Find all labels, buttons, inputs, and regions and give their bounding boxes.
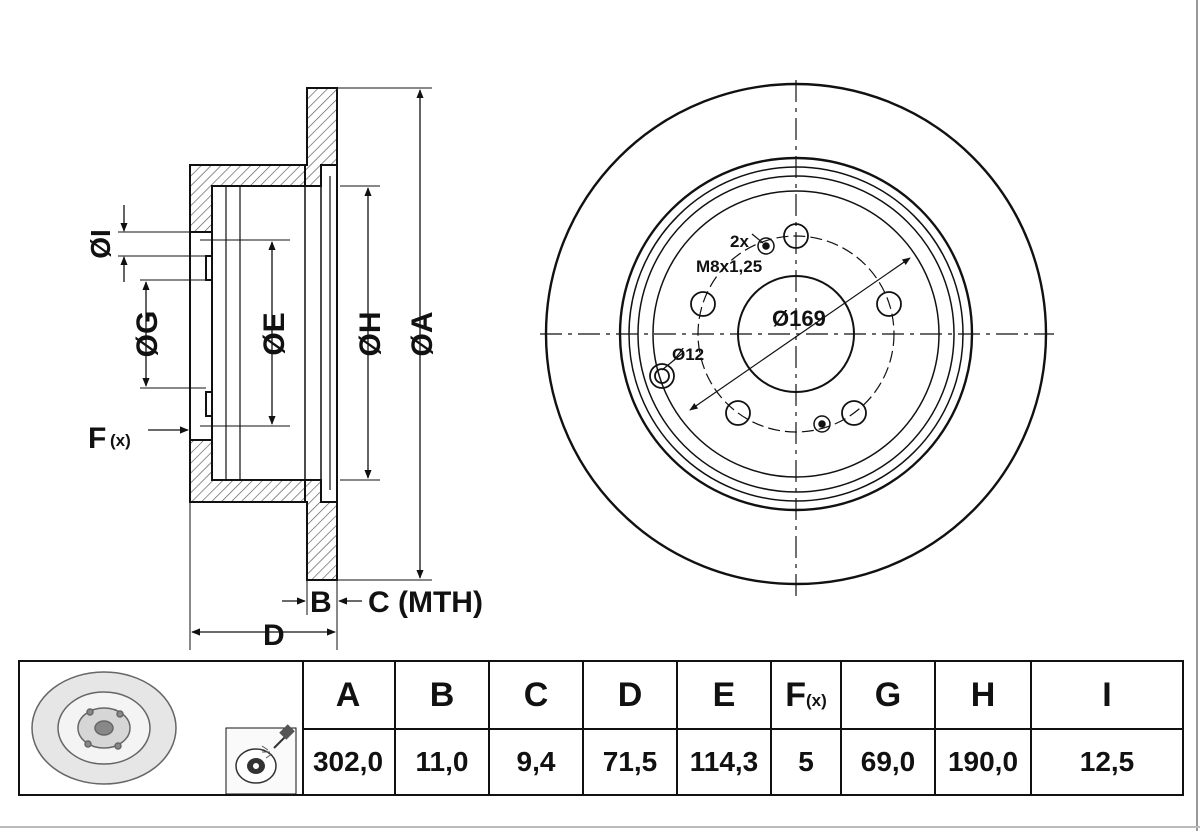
table-value: 114,3 [689, 746, 759, 777]
table-value: 12,5 [1079, 746, 1135, 777]
disc-ring-bottom [304, 479, 338, 581]
label-bolt-hole: Ø12 [672, 345, 704, 364]
table-header: B [429, 676, 455, 714]
table-header: E [712, 676, 736, 714]
label-dim-d: D [263, 619, 285, 652]
hat-inner [652, 190, 940, 478]
front-view [540, 80, 1054, 598]
table-value: 69,0 [860, 746, 916, 777]
hat-edge [637, 175, 955, 493]
table-col-h: H 190,0 [936, 662, 1032, 794]
table-row-divider [302, 728, 1182, 730]
table-value: 190,0 [947, 746, 1019, 777]
table-value: 11,0 [415, 746, 469, 777]
label-dim-a: ØA [406, 312, 439, 357]
label-dim-i: ØI [85, 229, 116, 259]
window-frame-bottom [0, 826, 1200, 828]
disc-outer-edge [544, 82, 1048, 586]
label-dim-e: ØE [258, 312, 291, 355]
table-col-f: F(x) 5 [772, 662, 842, 794]
brake-disc-thumbnail-icon [31, 671, 177, 785]
friction-ring-inner-2 [628, 166, 964, 502]
spec-table: A 302,0 B 11,0 C 9,4 D 71,5 E 114,3 F(x)… [18, 660, 1184, 796]
table-header: D [617, 676, 643, 714]
table-header-f-sub: (x) [806, 691, 827, 710]
table-header: F(x) [772, 676, 840, 715]
side-view-labels: ØI ØG ØE ØH ØA F (x) B C (MTH) D [85, 229, 483, 652]
table-header-f: F [785, 676, 806, 714]
friction-ring-inner-1 [618, 156, 974, 512]
hat-wall-top [189, 164, 306, 233]
dowel-hole [649, 363, 675, 389]
window-frame-right [1196, 0, 1198, 831]
label-thread-count: 2x [730, 232, 749, 251]
table-col-g: G 69,0 [842, 662, 936, 794]
table-header: G [874, 676, 902, 714]
label-thread-size: M8x1,25 [696, 257, 762, 276]
disc-ring-top [304, 87, 338, 187]
table-header: H [970, 676, 996, 714]
table-value: 5 [798, 746, 814, 777]
front-view-labels: Ø169 Ø12 2x M8x1,25 [672, 232, 826, 364]
table-value: 302,0 [312, 746, 384, 777]
side-section-view [118, 87, 432, 650]
table-header: C [523, 676, 549, 714]
table-col-i: I 12,5 [1032, 662, 1182, 794]
disc-spray-icon [225, 724, 297, 795]
label-dim-h: ØH [354, 312, 387, 357]
label-dim-b: B [310, 586, 332, 619]
label-dim-g: ØG [131, 311, 164, 358]
hat-wall-bottom [189, 439, 306, 503]
thumbnail-cell [20, 662, 304, 795]
table-header: A [335, 676, 361, 714]
table-value: 9,4 [516, 746, 556, 777]
label-dim-c: C (MTH) [368, 586, 483, 619]
table-col-e: E 114,3 [678, 662, 772, 794]
table-col-c: C 9,4 [490, 662, 584, 794]
label-center-bore: Ø169 [772, 306, 826, 331]
table-col-b: B 11,0 [396, 662, 490, 794]
table-value: 71,5 [602, 746, 658, 777]
label-dim-f-sub: (x) [110, 431, 131, 450]
threaded-holes [757, 237, 831, 433]
table-header: I [1102, 676, 1112, 714]
label-dim-f: F [88, 422, 106, 455]
table-col-d: D 71,5 [584, 662, 678, 794]
table-col-a: A 302,0 [302, 662, 396, 794]
